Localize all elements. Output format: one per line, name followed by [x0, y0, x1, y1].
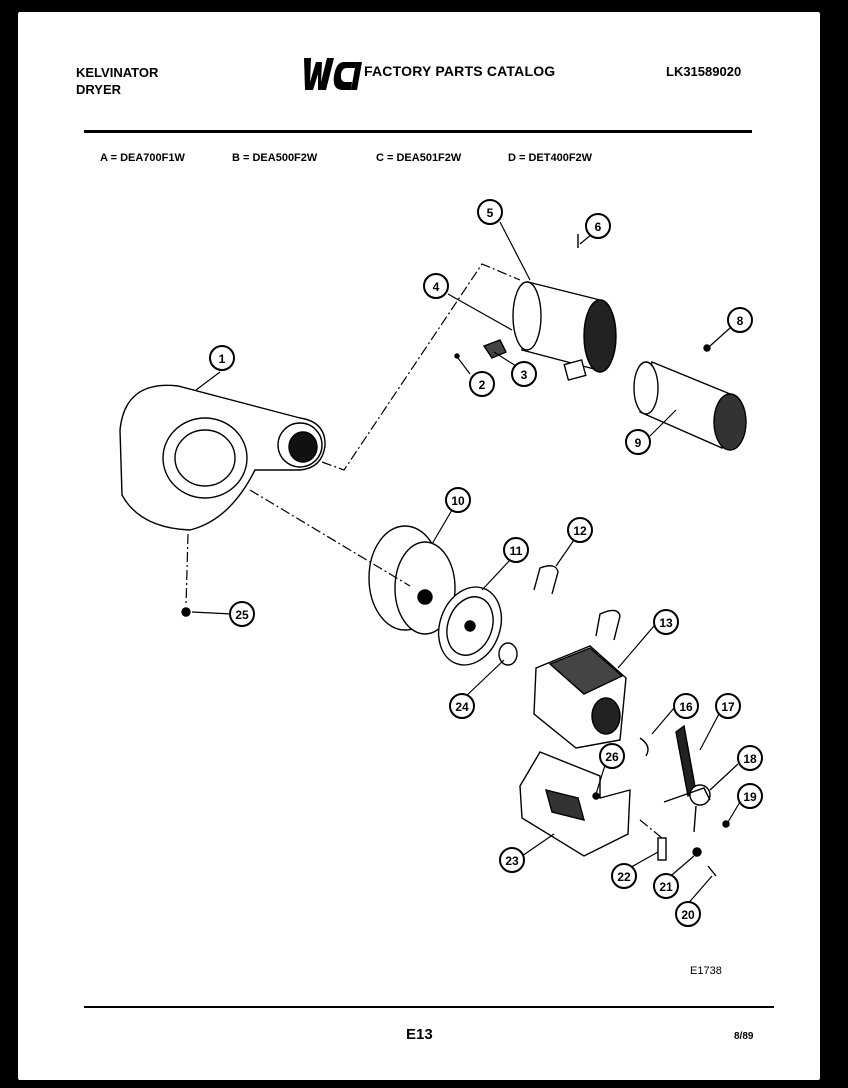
screw-part — [703, 344, 711, 352]
callout-label: 25 — [235, 608, 249, 622]
callout-label: 22 — [617, 870, 631, 884]
leader-lines — [191, 221, 741, 907]
callout-label: 6 — [595, 220, 602, 234]
callout-8: 8 — [727, 307, 753, 333]
callout-26: 26 — [599, 743, 625, 769]
catalog-number: LK31589020 — [666, 64, 742, 79]
product-type: DRYER — [76, 82, 122, 97]
callout-label: 12 — [573, 524, 587, 538]
callout-label: 16 — [679, 700, 693, 714]
callout-label: 2 — [479, 378, 486, 392]
page-number: E13 — [406, 1026, 433, 1043]
motor-cylinder-part — [512, 281, 617, 381]
brand-name: KELVINATOR — [76, 65, 159, 80]
callout-label: 9 — [635, 436, 642, 450]
callout-19: 19 — [737, 783, 763, 809]
callout-18: 18 — [737, 745, 763, 771]
callout-12: 12 — [567, 517, 593, 543]
callout-11: 11 — [503, 537, 529, 563]
model-b: B = DEA500F2W — [232, 152, 318, 164]
revision-date: 8/89 — [734, 1031, 754, 1042]
header-divider — [84, 130, 752, 133]
screw-part — [454, 353, 460, 359]
callout-label: 1 — [219, 352, 226, 366]
callout-20: 20 — [675, 901, 701, 927]
callout-label: 3 — [521, 368, 528, 382]
callout-label: 10 — [451, 494, 465, 508]
callout-3: 3 — [511, 361, 537, 387]
spring-part — [657, 837, 667, 861]
callout-4: 4 — [423, 273, 449, 299]
callout-label: 20 — [681, 908, 695, 922]
bearing-part — [498, 642, 518, 666]
callout-label: 13 — [659, 616, 673, 630]
blower-wheel-part — [368, 525, 456, 635]
wci-logo — [304, 58, 362, 90]
callout-2: 2 — [469, 371, 495, 397]
mount-clip-part — [595, 609, 621, 641]
callout-label: 23 — [505, 854, 519, 868]
blower-housing-part — [119, 384, 326, 531]
callout-22: 22 — [611, 863, 637, 889]
callout-6: 6 — [585, 213, 611, 239]
callout-5: 5 — [477, 199, 503, 225]
callout-label: 19 — [743, 790, 757, 804]
washer-part — [692, 847, 702, 857]
footer-divider — [84, 1006, 774, 1008]
catalog-title: FACTORY PARTS CATALOG — [364, 63, 556, 79]
cylinder-part — [633, 361, 747, 451]
callout-label: 8 — [737, 314, 744, 328]
model-c: C = DEA501F2W — [376, 152, 462, 164]
brand-block: KELVINATOR DRYER — [76, 64, 158, 98]
callout-label: 24 — [455, 700, 469, 714]
figure-code: E1738 — [690, 965, 722, 977]
callout-label: 26 — [605, 750, 619, 764]
idler-arm-part — [663, 724, 711, 833]
callout-1: 1 — [209, 345, 235, 371]
callout-9: 9 — [625, 429, 651, 455]
callout-label: 11 — [510, 544, 523, 558]
callout-24: 24 — [449, 693, 475, 719]
mount-clip-part — [533, 565, 559, 595]
screw-part — [707, 865, 717, 877]
model-a: A = DEA700F1W — [100, 152, 185, 164]
screw-part — [181, 607, 191, 617]
screw-part — [722, 820, 730, 828]
assembly-lines — [185, 263, 663, 839]
callout-13: 13 — [653, 609, 679, 635]
motor-base-part — [519, 751, 631, 857]
callout-label: 5 — [487, 206, 494, 220]
callout-label: 21 — [659, 880, 673, 894]
callout-23: 23 — [499, 847, 525, 873]
callout-label: 17 — [721, 700, 735, 714]
spring-part — [639, 737, 649, 757]
drive-motor-part — [533, 645, 627, 749]
callout-16: 16 — [673, 693, 699, 719]
callout-21: 21 — [653, 873, 679, 899]
callout-25: 25 — [229, 601, 255, 627]
callout-17: 17 — [715, 693, 741, 719]
callout-10: 10 — [445, 487, 471, 513]
model-d: D = DET400F2W — [508, 152, 593, 164]
seal-plate-part — [437, 586, 503, 666]
bracket-part — [482, 339, 507, 359]
callout-label: 18 — [743, 752, 757, 766]
callout-label: 4 — [433, 280, 440, 294]
